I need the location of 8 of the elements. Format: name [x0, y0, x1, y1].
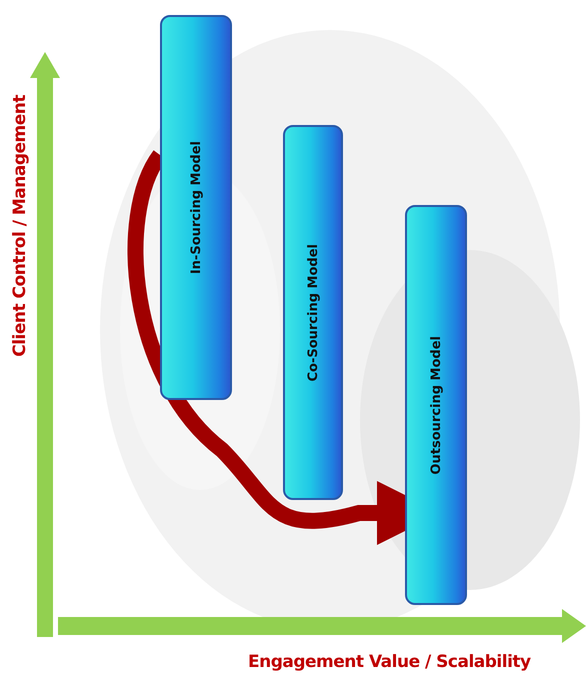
model-bar	[160, 15, 232, 400]
model-label: Co-Sourcing Model	[306, 244, 320, 382]
axis-label: Engagement Value / Scalability	[248, 652, 531, 672]
model-bar	[405, 205, 467, 605]
model-label: In-Sourcing Model	[188, 140, 204, 274]
axis-label: Client Control / Management	[10, 95, 30, 357]
model-label: Outsourcing Model	[428, 336, 444, 474]
model-bar	[283, 125, 343, 500]
